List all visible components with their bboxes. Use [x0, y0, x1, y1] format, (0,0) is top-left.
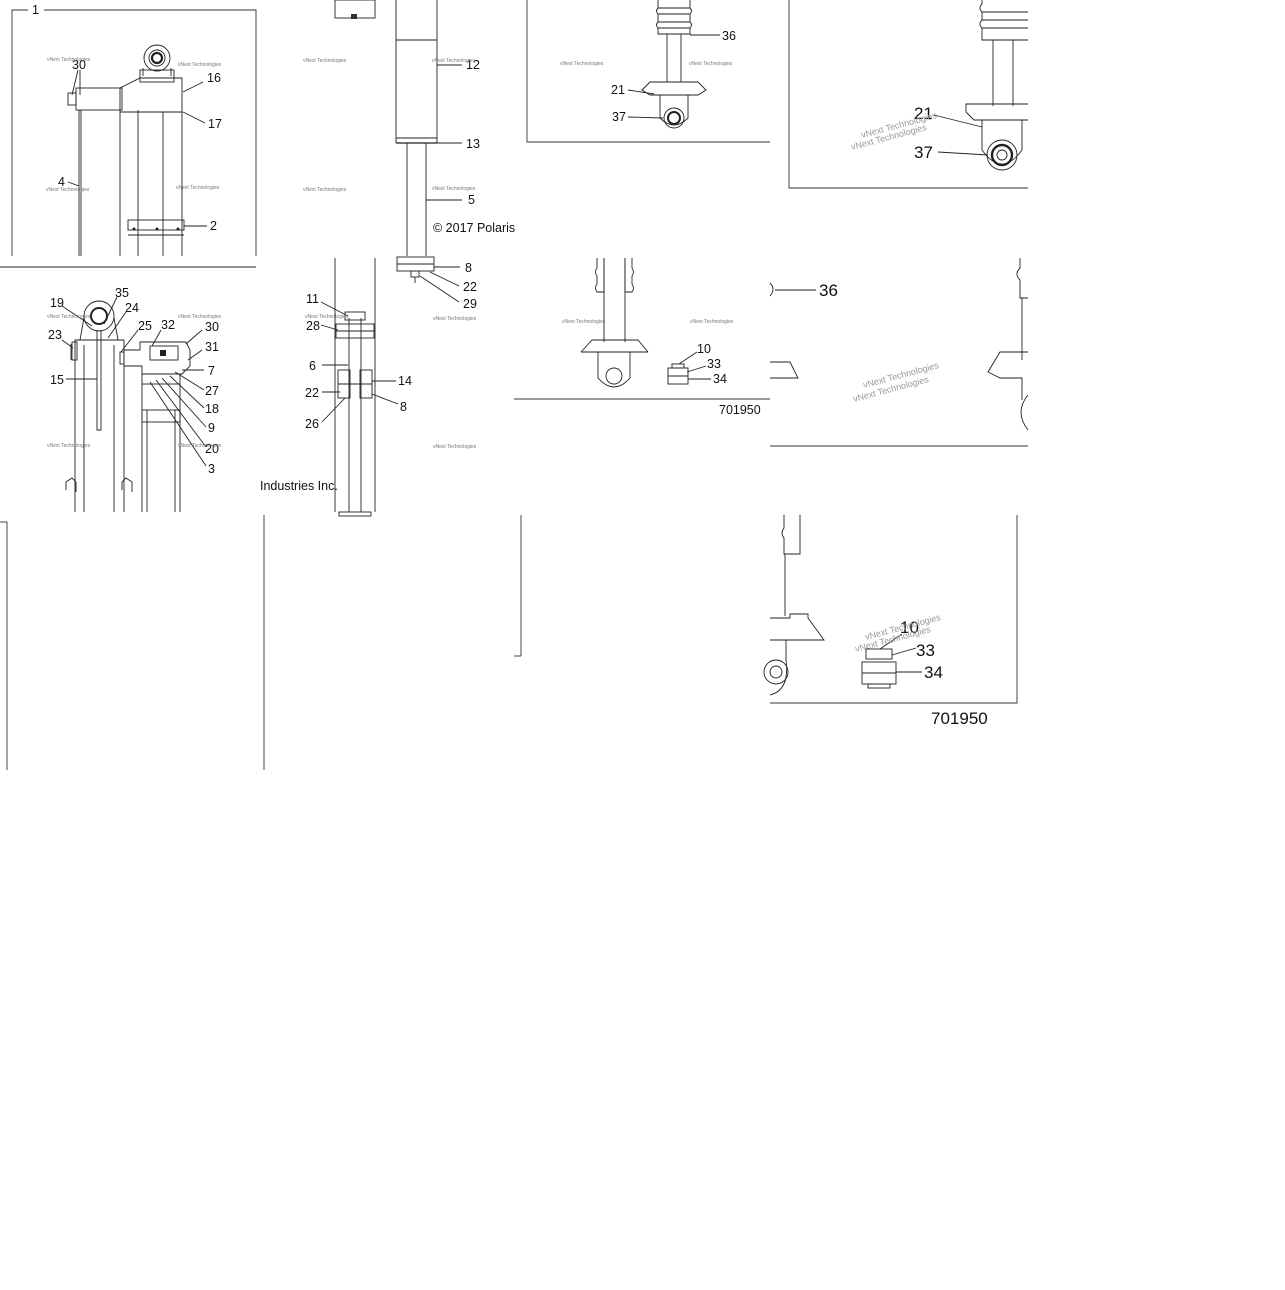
watermark: vNext Technologies — [303, 187, 347, 193]
watermark: vNext Technologies — [176, 185, 220, 191]
callout-33: 33 — [707, 357, 721, 371]
watermark: vNext Technologies — [432, 58, 476, 64]
callout-23: 23 — [48, 328, 62, 342]
callout-11: 11 — [306, 292, 319, 306]
callout-35: 35 — [115, 286, 129, 300]
callout-22b: 22 — [305, 386, 319, 400]
callout-24: 24 — [125, 301, 139, 315]
watermark: vNext Technologies — [47, 57, 91, 63]
lower-mount-plate — [641, 81, 707, 96]
watermark: vNext Technologies — [305, 314, 349, 320]
callout-16: 16 — [207, 71, 221, 85]
callout-37: 37 — [612, 110, 626, 124]
watermark: vNext Technologies — [433, 444, 477, 450]
shock-head — [119, 77, 183, 113]
callout-21: 21 — [611, 83, 625, 97]
callout-8b: 8 — [400, 400, 407, 414]
callout-19: 19 — [50, 296, 64, 310]
frame-lower-right-large — [770, 515, 1018, 704]
frame-top-left — [11, 9, 257, 256]
tile-top-mid: 12 13 5 © 2017 Polaris 8 22 29 vNext Tec… — [303, 0, 515, 311]
callout-2: 2 — [210, 219, 217, 233]
callout-5: 5 — [468, 193, 475, 207]
drawing-number-small: 701950 — [719, 403, 761, 417]
callout-30: 30 — [72, 58, 86, 72]
callout-13: 13 — [466, 137, 480, 151]
callout-18: 18 — [205, 402, 219, 416]
watermark: vNext Technologies — [47, 314, 91, 320]
tile-top-right-small: 36 21 37 vNext Technologies vNext Techno… — [526, 0, 770, 143]
tile-bottom-mid: 11 28 6 22 14 8 26 Industries Inc. vNext… — [260, 258, 477, 517]
callout-9: 9 — [208, 421, 215, 435]
watermark: vNext Technologies — [562, 319, 606, 325]
callout-12: 12 — [466, 58, 480, 72]
watermark: vNext Technologies — [46, 187, 90, 193]
copyright-line-1: © 2017 Polaris — [433, 221, 515, 235]
callout-6: 6 — [309, 359, 316, 373]
callout-34-large: 34 — [924, 663, 943, 682]
callout-36: 36 — [722, 29, 736, 43]
frame-top-right-large — [788, 0, 1028, 189]
watermark: vNext Technologies — [47, 443, 91, 449]
callout-26: 26 — [305, 417, 319, 431]
callout-20: 20 — [205, 442, 219, 456]
callout-14: 14 — [398, 374, 412, 388]
tile-lower-right-large: 10 33 34 701950 vNext Technologies vNext… — [763, 515, 1018, 728]
callout-22: 22 — [463, 280, 477, 294]
watermark: vNext Technologies — [690, 319, 734, 325]
copyright-line-2: Industries Inc. — [260, 479, 338, 493]
watermark: vNext Technologies — [432, 186, 476, 192]
tile-top-right-large: 21 37 vNext Technologies vNext Technolog… — [788, 0, 1028, 189]
tile-bottom-right-small: 10 33 34 701950 vNext Technologies vNext… — [514, 258, 770, 417]
callout-1: 1 — [32, 3, 39, 17]
callout-30b: 30 — [205, 320, 219, 334]
callout-4: 4 — [58, 175, 65, 189]
tile-bottom-right-large: 36 vNext Technologies vNext Technologies — [769, 258, 1029, 447]
tile-lower-left — [0, 515, 522, 770]
callout-3: 3 — [208, 462, 215, 476]
watermark: vNext Technologies — [178, 314, 222, 320]
callout-32: 32 — [161, 318, 175, 332]
callout-25: 25 — [138, 319, 152, 333]
callout-33-large: 33 — [916, 641, 935, 660]
reservoir-cap — [75, 87, 123, 111]
watermark: vNext Technologies — [178, 443, 222, 449]
callout-37-large: 37 — [914, 143, 933, 162]
callout-10: 10 — [697, 342, 711, 356]
callout-27: 27 — [205, 384, 219, 398]
callout-21-large: 21 — [914, 104, 933, 123]
tile-bottom-left: 19 35 24 25 32 30 23 31 7 15 27 18 9 20 … — [47, 286, 222, 512]
watermark: vNext Technologies — [689, 61, 733, 67]
callout-17: 17 — [208, 117, 222, 131]
watermark: vNext Technologies — [433, 316, 477, 322]
callout-34: 34 — [713, 372, 727, 386]
callout-31: 31 — [205, 340, 219, 354]
callout-10-large: 10 — [900, 618, 919, 637]
callout-8: 8 — [465, 261, 472, 275]
top-eyelet — [143, 44, 171, 72]
callout-15: 15 — [50, 373, 64, 387]
callout-36-large: 36 — [819, 281, 838, 300]
callout-28: 28 — [306, 319, 320, 333]
tile-top-left: 1 30 16 17 4 2 vNext Technologies vNext … — [0, 3, 257, 268]
drawing-number-large: 701950 — [931, 709, 988, 728]
watermark: vNext Technologies — [303, 58, 347, 64]
callout-29: 29 — [463, 297, 477, 311]
frame-top-right-small — [526, 0, 770, 143]
watermark: vNext Technologies — [560, 61, 604, 67]
watermark: vNext Technologies — [178, 62, 222, 68]
callout-7: 7 — [208, 364, 215, 378]
